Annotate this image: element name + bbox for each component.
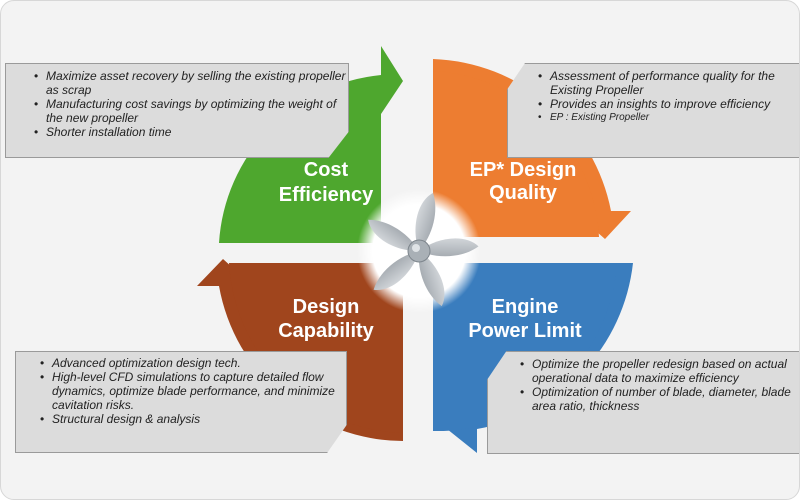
engine-title-line1: Engine xyxy=(492,296,559,318)
list-item: Shorter installation time xyxy=(32,125,348,139)
list-item: Manufacturing cost savings by optimizing… xyxy=(32,97,348,125)
capability-title-line1: Design xyxy=(293,296,360,318)
design-capability-body xyxy=(229,263,403,433)
engine-title-line2: Power Limit xyxy=(468,320,582,342)
list-item: Provides an insights to improve efficien… xyxy=(536,97,799,111)
propeller-icon xyxy=(357,189,481,313)
list-item: Optimization of number of blade, diamete… xyxy=(518,385,799,413)
quality-title-line2: Quality xyxy=(489,182,558,204)
quality-title-line1: EP* Design xyxy=(470,159,577,181)
list-item: Maximize asset recovery by selling the e… xyxy=(32,69,348,97)
list-item: EP : Existing Propeller xyxy=(536,111,799,125)
cost-title-line1: Cost xyxy=(304,159,349,181)
engine-power-body xyxy=(433,263,617,432)
design-capability-callout: Advanced optimization design tech. High-… xyxy=(15,351,347,453)
list-item: Optimize the propeller redesign based on… xyxy=(518,357,799,385)
cost-efficiency-callout: Maximize asset recovery by selling the e… xyxy=(5,63,349,158)
capability-title-line2: Capability xyxy=(278,320,374,342)
list-item: High-level CFD simulations to capture de… xyxy=(38,370,346,412)
list-item: Structural design & analysis xyxy=(38,412,346,426)
list-item: Assessment of performance quality for th… xyxy=(536,69,799,97)
cost-title-line2: Efficiency xyxy=(279,184,374,206)
design-quality-callout: Assessment of performance quality for th… xyxy=(507,63,799,158)
engine-power-callout: Optimize the propeller redesign based on… xyxy=(487,351,799,454)
list-item: Advanced optimization design tech. xyxy=(38,356,346,370)
